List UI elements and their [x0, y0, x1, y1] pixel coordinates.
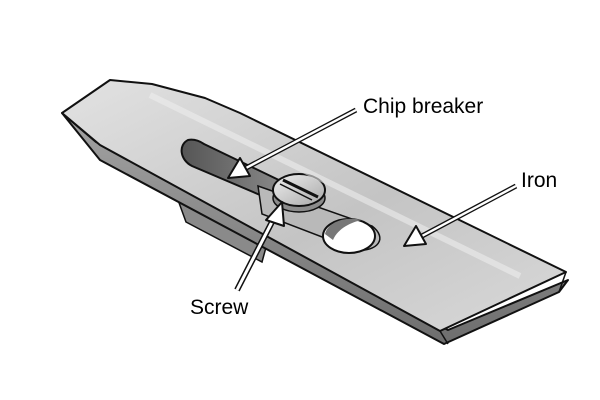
- screw-label: Screw: [190, 296, 249, 319]
- iron-highlight: [148, 92, 522, 279]
- iron-arrow: [403, 183, 518, 247]
- screw: [272, 173, 326, 213]
- chip-breaker-label: Chip breaker: [363, 95, 484, 118]
- screw-arrow: [234, 201, 285, 292]
- chip-breaker-arrow: [227, 107, 358, 179]
- iron-label: Iron: [521, 169, 558, 192]
- iron-bevel-line: [439, 271, 567, 345]
- iron-round-hole-shade: [325, 218, 362, 240]
